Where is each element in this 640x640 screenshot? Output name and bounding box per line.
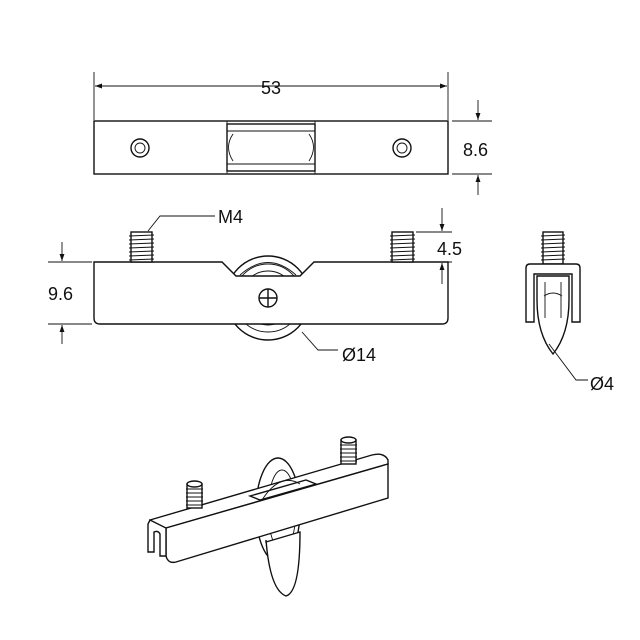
body-height-label: 9.6 [48, 284, 73, 304]
mounting-hole-left [130, 138, 150, 158]
wheel-diameter-label: Ø14 [342, 345, 376, 365]
axle-screw-icon [258, 288, 278, 308]
center-slot [226, 123, 316, 172]
mounting-hole-right [392, 138, 412, 158]
width-label: 8.6 [463, 140, 488, 160]
end-channel [525, 263, 581, 323]
iso-stud-right [340, 436, 357, 465]
end-stud [540, 231, 566, 265]
isometric-view [147, 436, 389, 597]
length-label: 53 [261, 78, 281, 98]
stud-left [128, 231, 155, 263]
stud-right [389, 231, 416, 263]
groove-diameter-label: Ø4 [590, 374, 614, 394]
top-view: 53 8.6 [93, 72, 492, 195]
end-view: Ø4 [525, 231, 614, 394]
iso-stud-left [186, 480, 203, 509]
end-wheel [536, 275, 570, 356]
iso-slot [247, 479, 319, 501]
stud-height-label: 4.5 [437, 239, 462, 259]
side-view: M4 4.5 9.6 Ø14 [48, 207, 462, 365]
thread-label: M4 [218, 207, 243, 227]
iso-end-opening [147, 519, 167, 557]
